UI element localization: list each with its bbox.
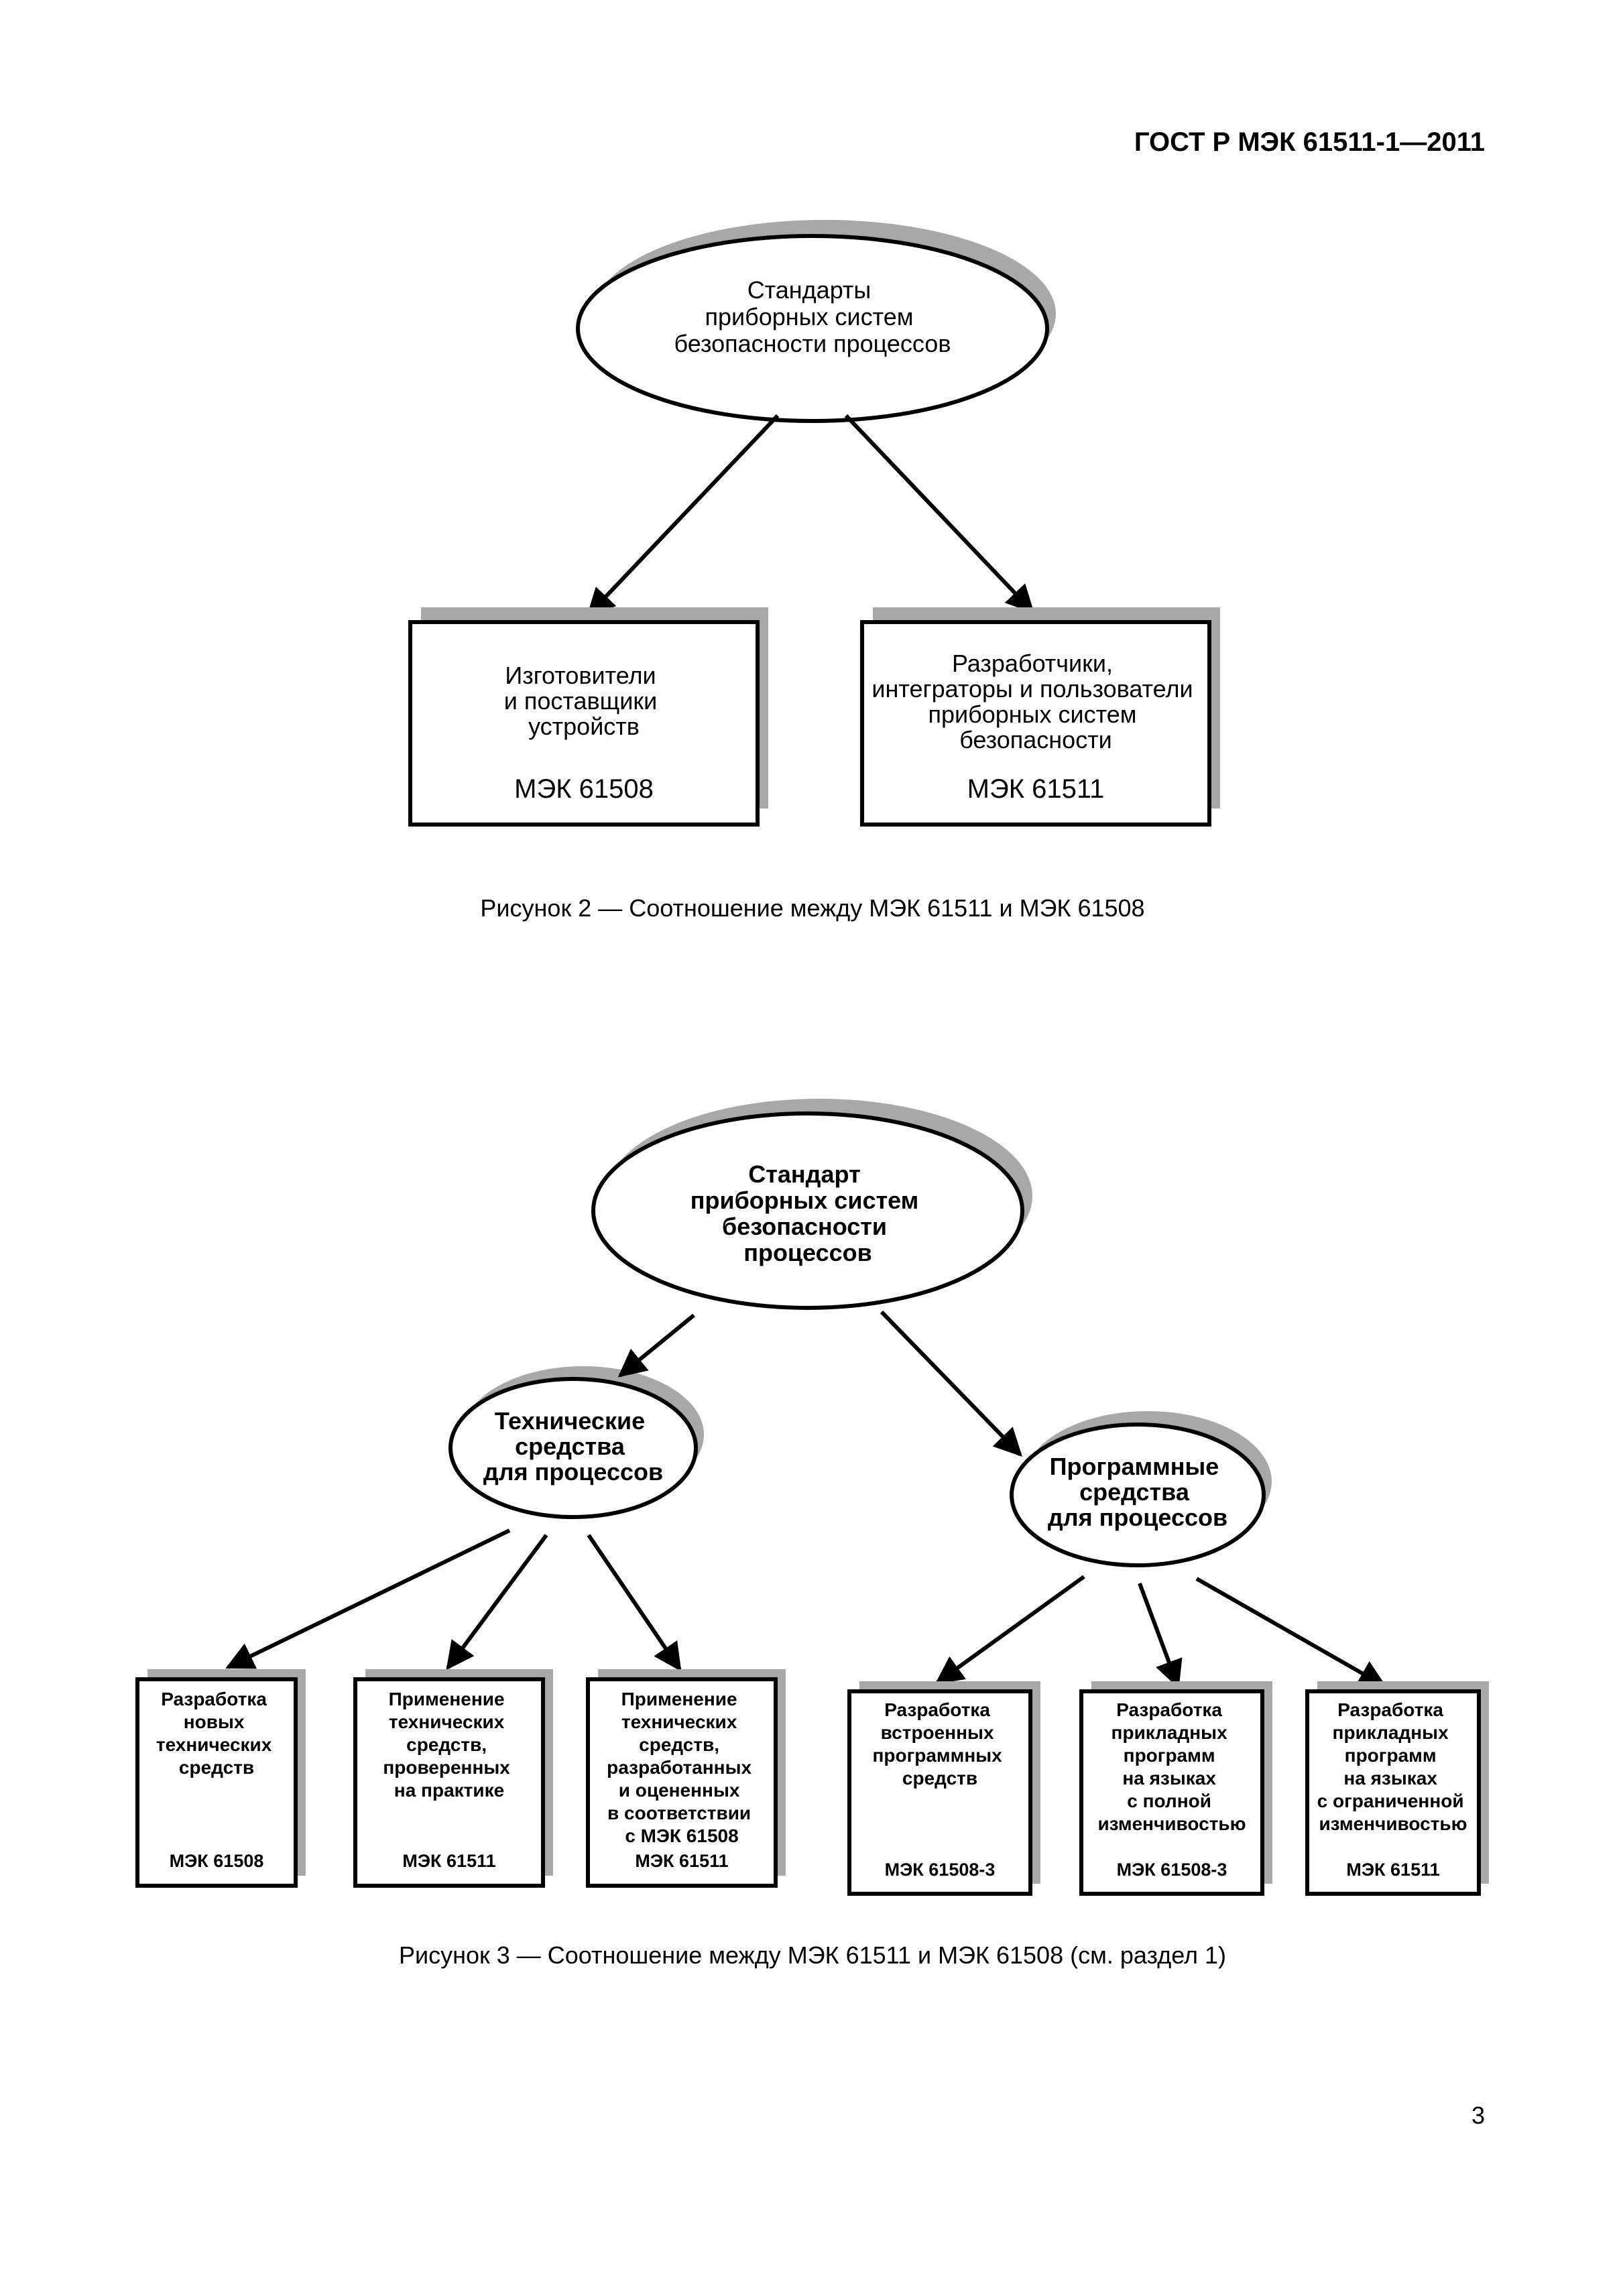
fig3-box-2 xyxy=(353,1677,545,1888)
fig3-root-text: Стандарт приборных систем безопасности п… xyxy=(690,1160,926,1266)
page-number: 3 xyxy=(1471,2102,1485,2129)
document-code: ГОСТ Р МЭК 61511-1—2011 xyxy=(1134,127,1485,157)
fig3-box-6-text: Разработка прикладных программ на языках… xyxy=(1317,1699,1469,1834)
fig3-arrow-hw-box3 xyxy=(587,1534,682,1672)
fig2-arrow-left xyxy=(587,414,780,617)
fig3-root-ellipse xyxy=(591,1111,1024,1310)
fig2-right-box xyxy=(860,620,1211,827)
fig3-box-6 xyxy=(1305,1689,1481,1896)
fig3-box-1-code: МЭК 61508 xyxy=(170,1851,264,1871)
fig3-box-3 xyxy=(586,1677,778,1888)
fig3-box-1-text: Разработка новых технических средств xyxy=(156,1689,277,1778)
fig3-arrow-sw-box4 xyxy=(935,1575,1085,1685)
fig3-box-1 xyxy=(135,1677,298,1888)
fig2-left-box xyxy=(408,620,760,827)
fig3-box-2-code: МЭК 61511 xyxy=(402,1851,495,1871)
fig3-box-4-text: Разработка встроенных программных средст… xyxy=(872,1699,1007,1789)
fig3-box-5-code: МЭК 61508-3 xyxy=(1117,1860,1227,1880)
fig3-software-ellipse xyxy=(1010,1423,1266,1567)
fig3-arrow-hw-box2 xyxy=(446,1534,548,1671)
figure-2: Стандарты приборных систем безопасности … xyxy=(408,220,1220,922)
fig2-root-text: Стандарты приборных систем безопасности … xyxy=(674,276,951,357)
fig3-box-2-text: Применение технических средств, проверен… xyxy=(383,1689,515,1801)
fig3-arrow-root-hardware xyxy=(617,1313,695,1378)
figure-2-caption: Рисунок 2 — Соотношение между МЭК 61511 … xyxy=(480,894,1144,922)
figure-3-caption: Рисунок 3 — Соотношение между МЭК 61511 … xyxy=(399,1941,1226,1969)
fig2-left-box-code: МЭК 61508 xyxy=(514,774,654,804)
figure-3: Стандарт приборных систем безопасности п… xyxy=(135,1099,1489,1969)
fig3-arrow-hw-box1 xyxy=(225,1528,511,1669)
fig3-box-5-text: Разработка прикладных программ на языках… xyxy=(1097,1699,1246,1834)
fig2-left-box-text: Изготовители и поставщики устройств xyxy=(504,662,664,740)
fig3-box-5 xyxy=(1079,1689,1264,1896)
root-ellipse xyxy=(576,234,1049,423)
fig3-box-6-code: МЭК 61511 xyxy=(1346,1860,1439,1880)
fig3-arrow-sw-box6 xyxy=(1195,1577,1387,1688)
fig2-right-box-code: МЭК 61511 xyxy=(967,774,1105,804)
fig2-right-box-text: Разработчики, интеграторы и пользователи… xyxy=(871,650,1199,753)
fig3-software-text: Программные средства для процессов xyxy=(1048,1453,1227,1531)
fig2-arrow-right xyxy=(844,414,1034,614)
fig3-arrow-root-software xyxy=(880,1310,1022,1457)
fig3-box-3-text: Применение технических средств, разработ… xyxy=(607,1689,757,1846)
fig3-box-4-code: МЭК 61508-3 xyxy=(885,1860,996,1880)
fig3-box-3-code: МЭК 61511 xyxy=(635,1851,728,1871)
fig3-hardware-text: Технические средства для процессов xyxy=(483,1407,663,1486)
fig3-hardware-ellipse xyxy=(448,1377,698,1519)
fig3-arrow-sw-box5 xyxy=(1138,1582,1183,1689)
fig3-box-4 xyxy=(847,1689,1032,1896)
